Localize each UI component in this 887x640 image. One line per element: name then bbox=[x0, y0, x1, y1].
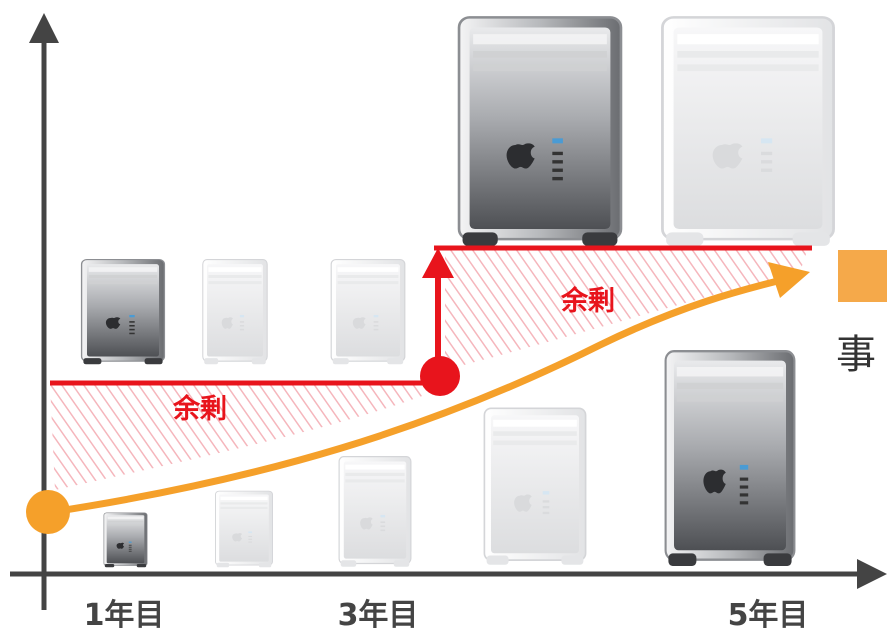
demand-start-point bbox=[26, 490, 70, 534]
legend-swatch bbox=[838, 250, 887, 302]
demand-curve bbox=[48, 274, 794, 516]
server-icon-bottom-3 bbox=[338, 456, 412, 568]
surplus-region-left bbox=[50, 383, 425, 490]
server-icon-top-1 bbox=[80, 258, 166, 365]
server-icon-top-5 bbox=[661, 15, 835, 248]
demand-curve-arrowhead bbox=[768, 262, 810, 298]
server-icon-bottom-1 bbox=[103, 512, 148, 568]
surplus-label-left: 余剰 bbox=[172, 393, 227, 425]
server-icon-bottom-5 bbox=[664, 349, 796, 568]
x-label-year5: 5年目 bbox=[728, 598, 809, 633]
server-icon-bottom-2 bbox=[215, 490, 273, 568]
server-icon-top-3 bbox=[330, 258, 406, 365]
server-icon-bottom-4 bbox=[483, 407, 587, 566]
server-icon-top-4 bbox=[457, 16, 623, 248]
server-icon-top-2 bbox=[202, 258, 268, 365]
capacity-step-point bbox=[420, 356, 460, 396]
legend-text: 事 bbox=[836, 332, 876, 378]
surplus-label-right: 余剰 bbox=[560, 285, 615, 317]
x-label-year1: 1年目 bbox=[84, 598, 165, 633]
x-label-year3: 3年目 bbox=[338, 598, 419, 633]
surplus-region-right bbox=[445, 248, 808, 370]
capacity-step-arrowhead bbox=[422, 248, 454, 278]
